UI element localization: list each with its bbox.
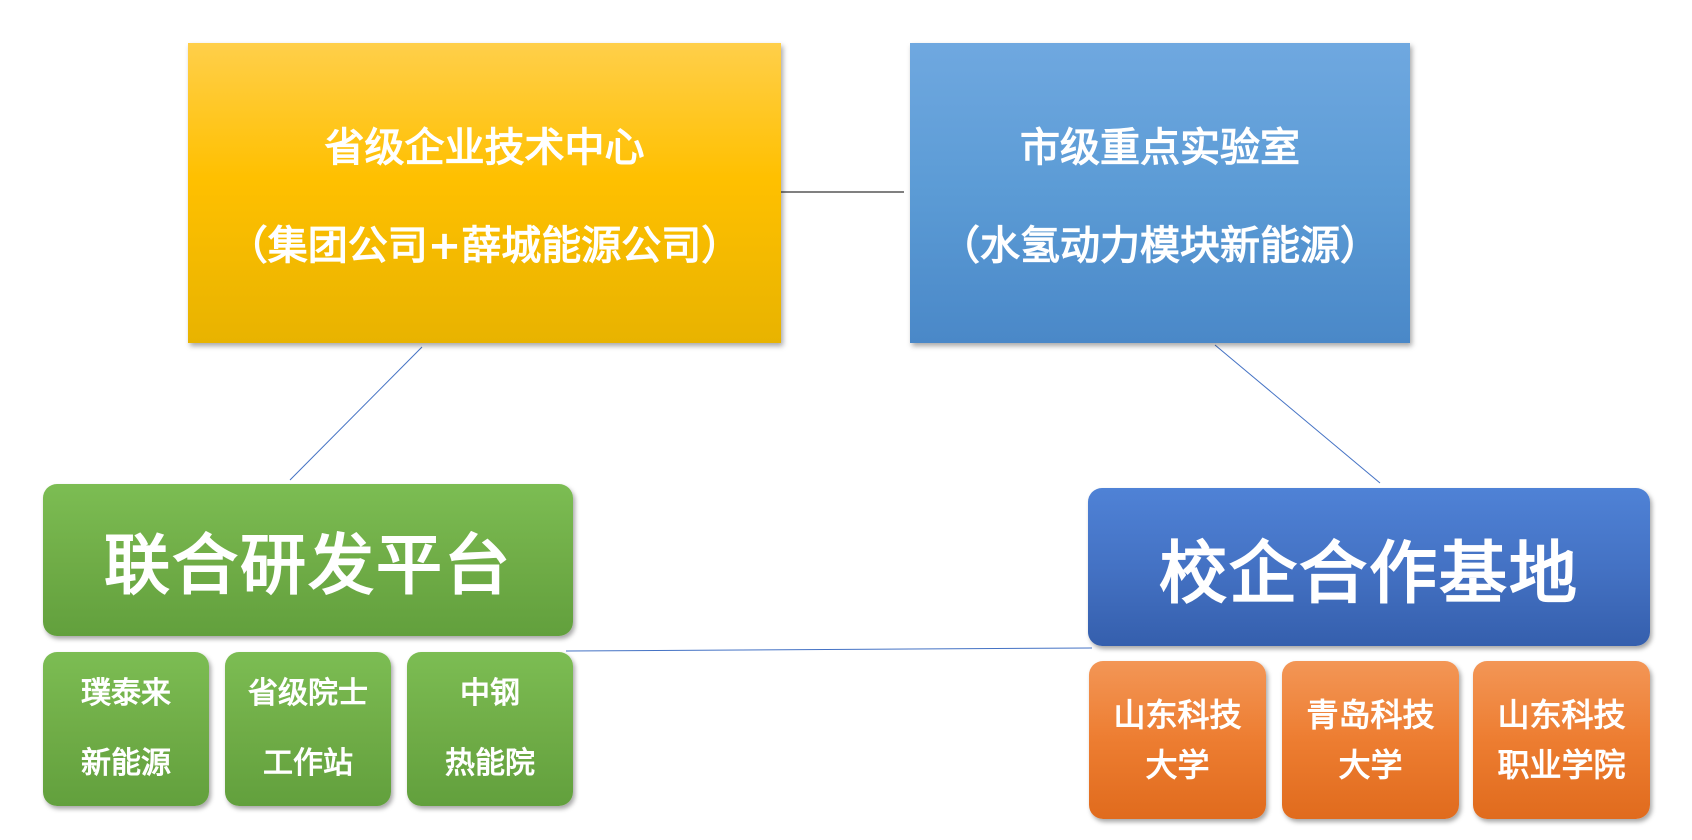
member-label-line1: 璞泰来 bbox=[81, 676, 171, 711]
school-enterprise-base-box: 校企合作基地 bbox=[1088, 488, 1650, 646]
municipal-lab-subtitle: （水氢动力模块新能源） bbox=[940, 223, 1380, 269]
joint-rd-platform-title: 联合研发平台 bbox=[104, 527, 512, 604]
connector-left-diagonal bbox=[289, 346, 423, 481]
member-label-line2: 新能源 bbox=[81, 746, 171, 781]
member-label-line2: 工作站 bbox=[263, 746, 353, 781]
member-box-qust: 青岛科技 大学 bbox=[1282, 661, 1459, 819]
provincial-tech-center-title: 省级企业技术中心 bbox=[324, 125, 645, 171]
provincial-tech-center-box: 省级企业技术中心 （集团公司+薛城能源公司） bbox=[188, 43, 781, 343]
member-label-line1: 青岛科技 bbox=[1306, 696, 1435, 734]
member-box-sdust: 山东科技 大学 bbox=[1089, 661, 1266, 819]
member-label-line2: 大学 bbox=[1338, 746, 1403, 784]
member-label-line1: 省级院士 bbox=[248, 676, 368, 711]
joint-rd-platform-box: 联合研发平台 bbox=[43, 484, 573, 636]
connector-right-diagonal bbox=[1214, 344, 1381, 484]
member-box-putailai: 璞泰来 新能源 bbox=[43, 652, 209, 806]
member-label-line1: 山东科技 bbox=[1113, 696, 1242, 734]
member-label-line2: 职业学院 bbox=[1497, 746, 1626, 784]
provincial-tech-center-subtitle: （集团公司+薛城能源公司） bbox=[227, 223, 742, 269]
connector-bottom-horizontal bbox=[565, 647, 1093, 652]
school-enterprise-base-title: 校企合作基地 bbox=[1158, 534, 1579, 614]
member-label-line2: 热能院 bbox=[445, 746, 535, 781]
member-label-line2: 大学 bbox=[1145, 746, 1210, 784]
member-label-line1: 中钢 bbox=[460, 676, 520, 711]
member-box-sd-vocational: 山东科技 职业学院 bbox=[1473, 661, 1650, 819]
municipal-lab-title: 市级重点实验室 bbox=[1020, 125, 1300, 171]
member-label-line1: 山东科技 bbox=[1497, 696, 1626, 734]
member-box-academician-station: 省级院士 工作站 bbox=[225, 652, 391, 806]
municipal-lab-box: 市级重点实验室 （水氢动力模块新能源） bbox=[910, 43, 1410, 343]
member-box-sinosteel-thermal: 中钢 热能院 bbox=[407, 652, 573, 806]
